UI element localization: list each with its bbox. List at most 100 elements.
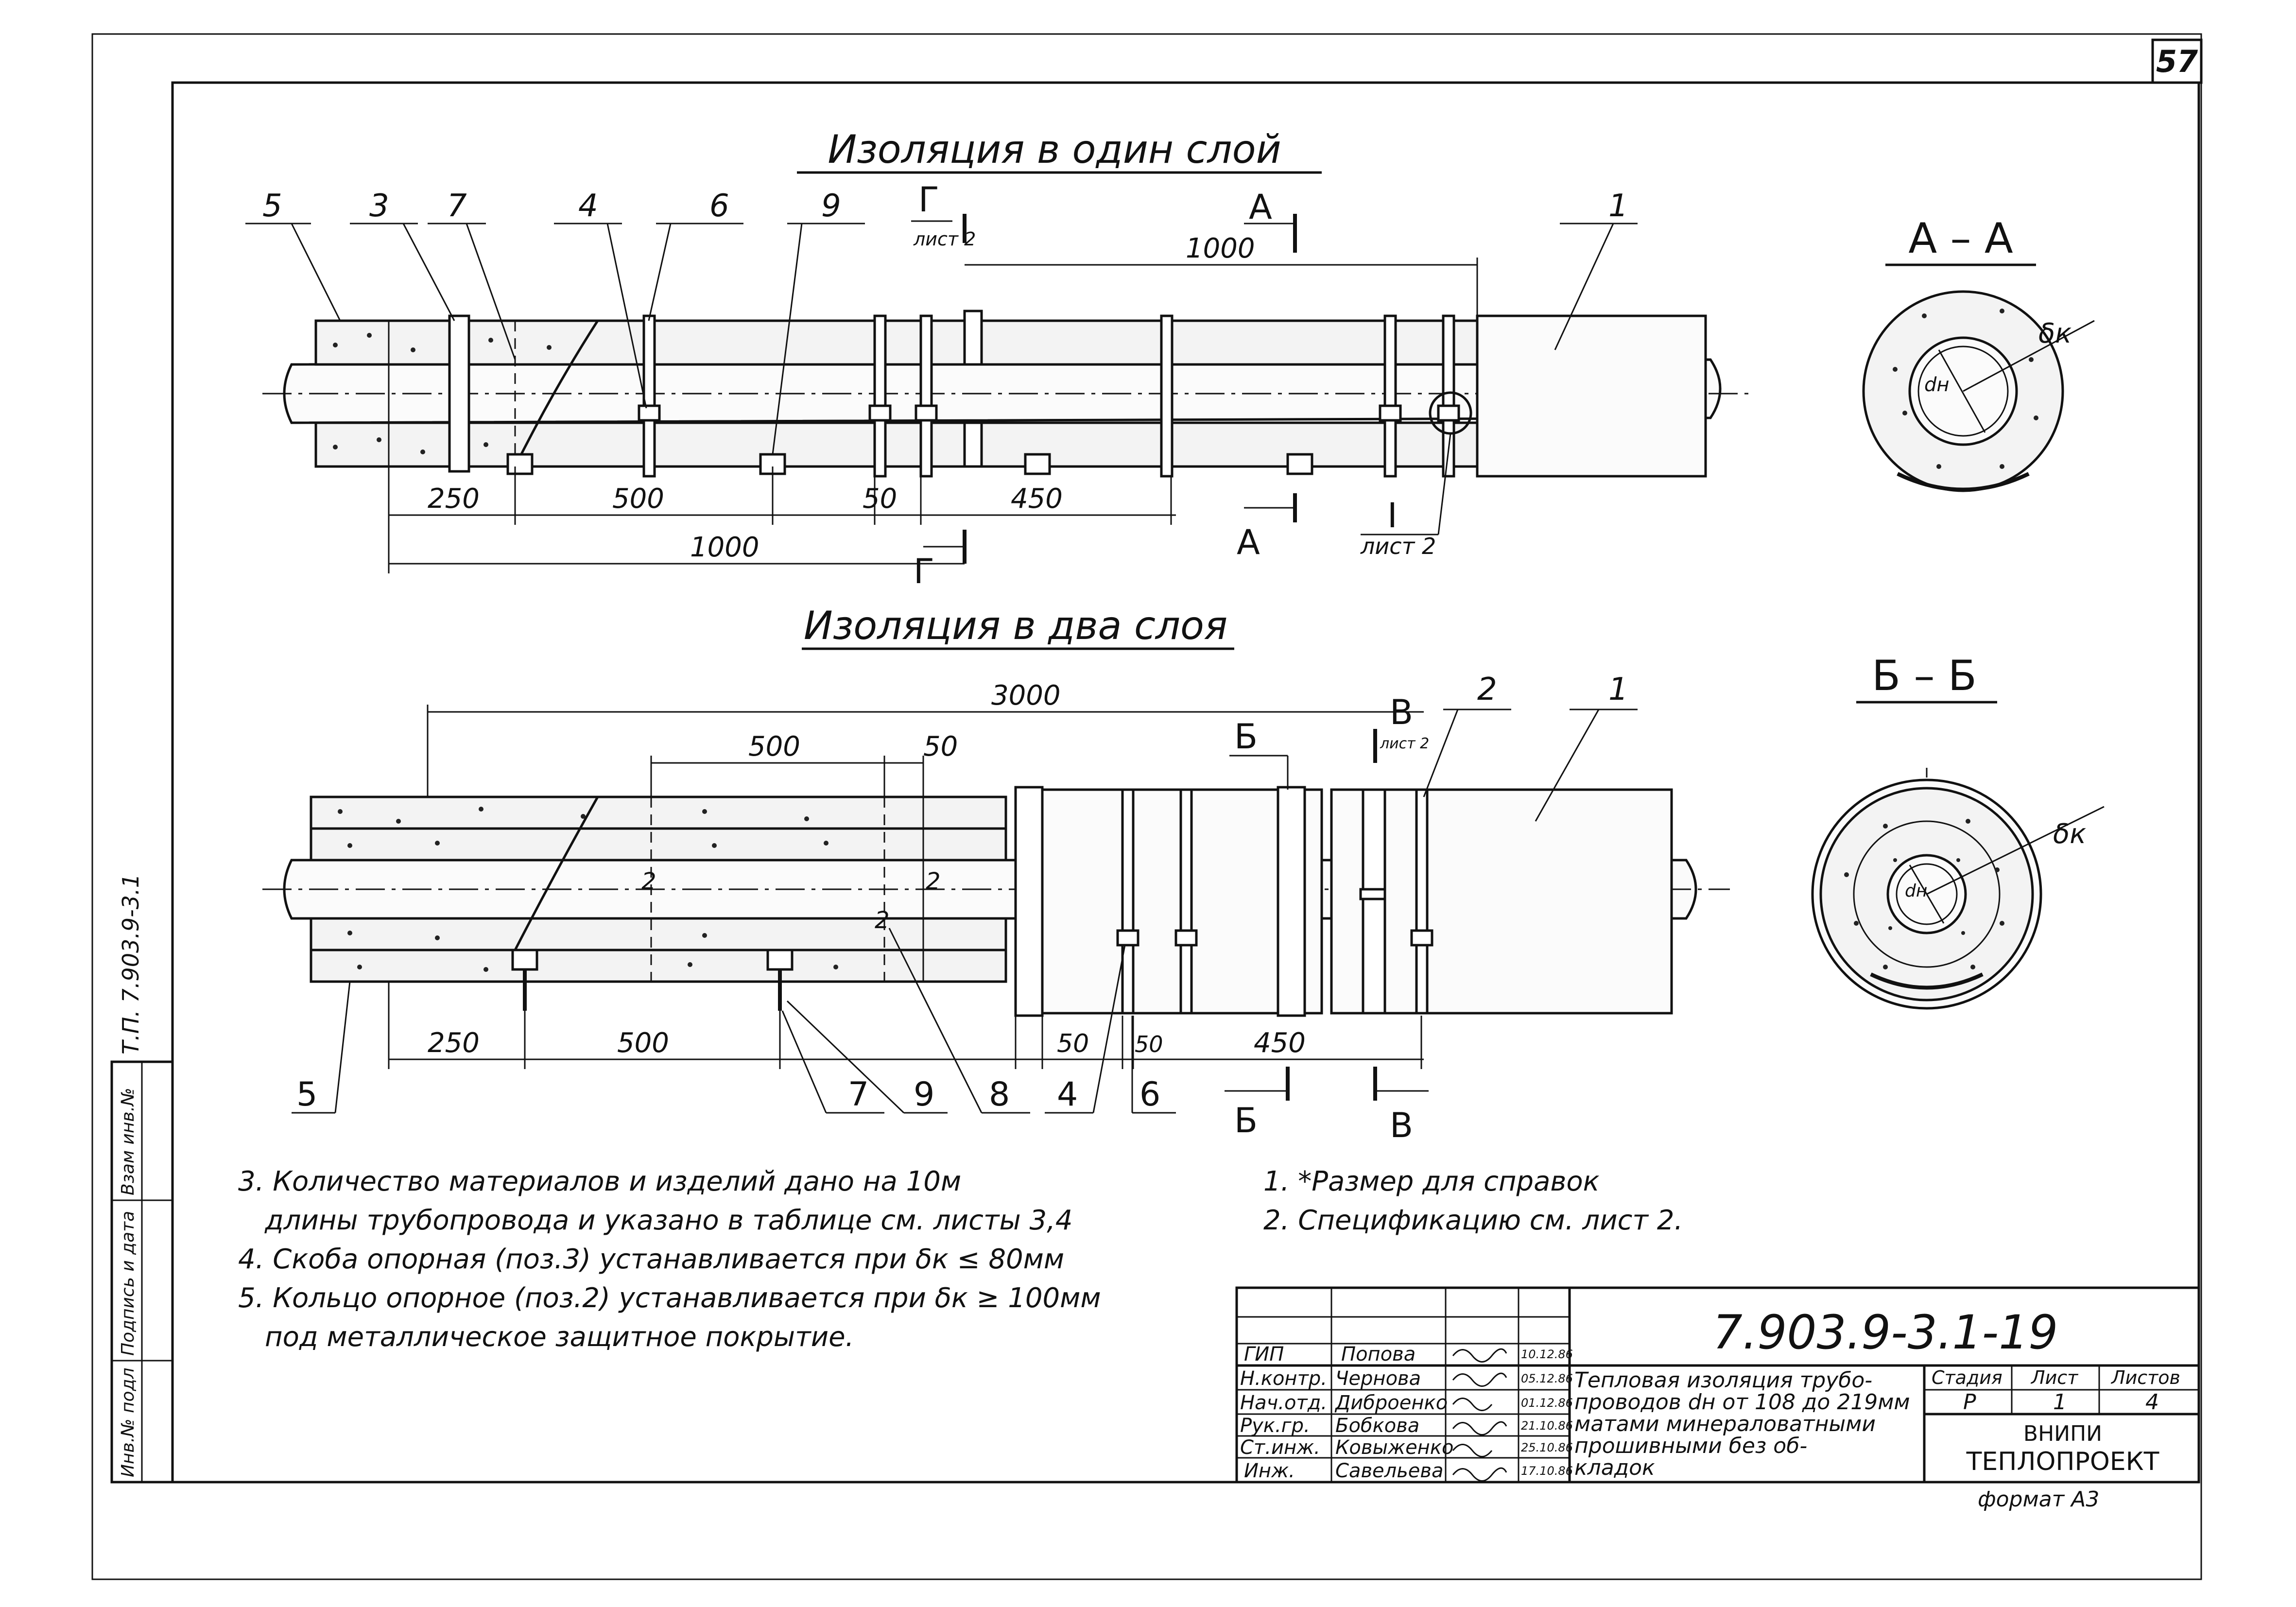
section-marks-one-layer: Г лист 2 А А Г I лист 2 xyxy=(911,180,1451,591)
insulation-upper xyxy=(314,319,1503,366)
sheets-label: Листов xyxy=(2110,1367,2180,1388)
doc-code: 7.903.9-3.1-19 xyxy=(1713,1305,2058,1360)
inner-label-2c: 2 xyxy=(926,868,941,895)
callout-5: 5 xyxy=(262,188,282,224)
side-field-replace: Взам инв.№ xyxy=(118,1088,138,1195)
role-3: Рук.гр. xyxy=(1240,1415,1310,1437)
dimensions-one-layer: 1000 250 500 50 450 1000 xyxy=(388,233,1478,573)
date-4: 25.10.86 xyxy=(1521,1441,1573,1454)
sheet-label: Лист xyxy=(2030,1367,2079,1388)
inner-frame xyxy=(171,81,2200,1484)
bands-one-layer xyxy=(642,314,1455,478)
org-line2: ТЕПЛОПРОЕКТ xyxy=(1966,1447,2159,1476)
side-field-inv: Инв.№ подл xyxy=(118,1368,138,1477)
callouts-two-layers-bottom: 5 7 9 8 4 6 xyxy=(292,928,1176,1114)
callouts-two-layers-top: 2 1 xyxy=(1423,672,1638,822)
role-4: Ст.инж. xyxy=(1240,1436,1320,1459)
section-bb-title: Б – Б xyxy=(1872,652,1977,700)
callout-1-two: 1 xyxy=(1608,672,1628,708)
callouts-one-layer: 5 3 7 4 6 9 1 xyxy=(245,188,1638,455)
name-3: Бобкова xyxy=(1335,1415,1419,1437)
view-two-layers-title: Изоляция в два слоя xyxy=(804,603,1227,648)
sheets-value: 4 xyxy=(2145,1390,2159,1415)
bb-dn: dн xyxy=(1905,881,1927,901)
callout-3: 3 xyxy=(369,188,389,224)
callout-2: 2 xyxy=(1477,672,1497,708)
role-1: Н.контр. xyxy=(1240,1367,1327,1390)
view-one-layer-title: Изоляция в один слой xyxy=(828,127,1281,172)
note-2: 2. Спецификацию см. лист 2. xyxy=(1263,1205,1683,1236)
mark-g-bottom: Г xyxy=(914,552,934,591)
dim-500-top: 500 xyxy=(748,731,800,762)
callout-6: 6 xyxy=(709,188,729,224)
view-two-layers: Изоляция в два слоя 2 2 2 xyxy=(262,603,1730,1145)
inner-label-2a: 2 xyxy=(641,868,656,895)
date-0: 10.12.86 xyxy=(1521,1348,1573,1361)
mark-b-bottom: Б xyxy=(1234,1101,1258,1140)
signatures xyxy=(1452,1348,1507,1482)
callout-4-two: 4 xyxy=(1057,1075,1078,1114)
title-block: 7.903.9-3.1-19 ГИП Н.контр. Нач.отд. Рук… xyxy=(1235,1286,2200,1512)
mark-g-top: Г xyxy=(918,180,939,220)
sheet-number: 57 xyxy=(2156,44,2198,79)
section-aa: А – А δк dн xyxy=(1862,214,2095,492)
bands-two-layers xyxy=(1014,786,1429,1017)
side-field-sign: Подпись и дата xyxy=(118,1211,138,1356)
note-5-line1: 5. Кольцо опорное (поз.2) устанавливаетс… xyxy=(238,1282,1101,1314)
mark-a-top: А xyxy=(1249,187,1272,227)
role-2: Нач.отд. xyxy=(1240,1392,1327,1414)
sheet-number-box xyxy=(2151,38,2203,84)
insulation-lower xyxy=(314,421,1503,468)
cover-two-layers-a xyxy=(1014,788,1323,1015)
dim-3000: 3000 xyxy=(991,680,1061,711)
date-3: 21.10.86 xyxy=(1521,1419,1573,1433)
dim-50: 50 xyxy=(863,483,897,515)
callout-7: 7 xyxy=(447,188,467,224)
section-aa-title: А – А xyxy=(1908,214,2013,263)
mark-v-bottom: В xyxy=(1390,1106,1413,1145)
dim-50-top: 50 xyxy=(923,731,958,762)
cover-one-layer xyxy=(1476,314,1707,478)
bb-delta: δк xyxy=(2053,818,2086,850)
name-2: Диброенко xyxy=(1334,1392,1448,1414)
name-0: Попова xyxy=(1341,1343,1416,1365)
dim-500-two: 500 xyxy=(617,1027,669,1059)
mark-v-sheet: лист 2 xyxy=(1380,735,1429,752)
note-1: 1. *Размер для справок xyxy=(1263,1166,1600,1197)
sheet-value: 1 xyxy=(2053,1390,2067,1415)
name-4: Ковыженко xyxy=(1335,1436,1453,1459)
role-0: ГИП xyxy=(1244,1343,1284,1365)
dim-1000: 1000 xyxy=(690,532,760,563)
aa-delta: δк xyxy=(2038,318,2072,349)
notes-right: 1. *Размер для справок 2. Спецификацию с… xyxy=(1263,1166,1683,1236)
support-clip-3 xyxy=(448,314,470,473)
name-1: Чернова xyxy=(1335,1367,1421,1390)
clips-two-layers xyxy=(511,929,1433,1011)
dim-500: 500 xyxy=(612,483,664,515)
name-5: Савельева xyxy=(1335,1460,1443,1482)
org-line1: ВНИПИ xyxy=(2023,1421,2102,1446)
dimensions-two-layers: 3000 500 50 250 500 50 50 450 xyxy=(388,680,1424,1069)
description-line1: Тепловая изоляция трубо- xyxy=(1574,1368,1872,1393)
mark-b-top: Б xyxy=(1234,717,1258,757)
callout-5-two: 5 xyxy=(296,1075,317,1114)
description-line2: проводов dн от 108 до 219мм xyxy=(1574,1390,1910,1415)
date-2: 01.12.86 xyxy=(1521,1396,1573,1410)
cover-two-layers-b xyxy=(1330,788,1673,1015)
side-stamp-code: Т.П. 7.903.9-3.1 xyxy=(118,874,144,1054)
dim-50b-two: 50 xyxy=(1135,1031,1163,1057)
stage-label: Стадия xyxy=(1932,1367,2003,1388)
description-line3: матами минераловатными xyxy=(1574,1412,1876,1436)
callout-9-two: 9 xyxy=(914,1075,934,1114)
section-bb: Б – Б δк dн xyxy=(1811,652,2105,1010)
insulation-outer-lower xyxy=(310,949,1007,983)
outer-frame xyxy=(91,33,2202,1580)
aa-dn: dн xyxy=(1924,374,1950,396)
insulation-outer-upper xyxy=(310,795,1007,830)
description-line5: кладок xyxy=(1574,1455,1655,1480)
inner-label-2b: 2 xyxy=(875,907,890,934)
note-5-line2: под металлическое защитное покрытие. xyxy=(265,1321,854,1353)
description-line4: прошивными без об- xyxy=(1574,1434,1807,1458)
callout-4: 4 xyxy=(578,188,598,224)
callout-8-two: 8 xyxy=(989,1075,1010,1114)
